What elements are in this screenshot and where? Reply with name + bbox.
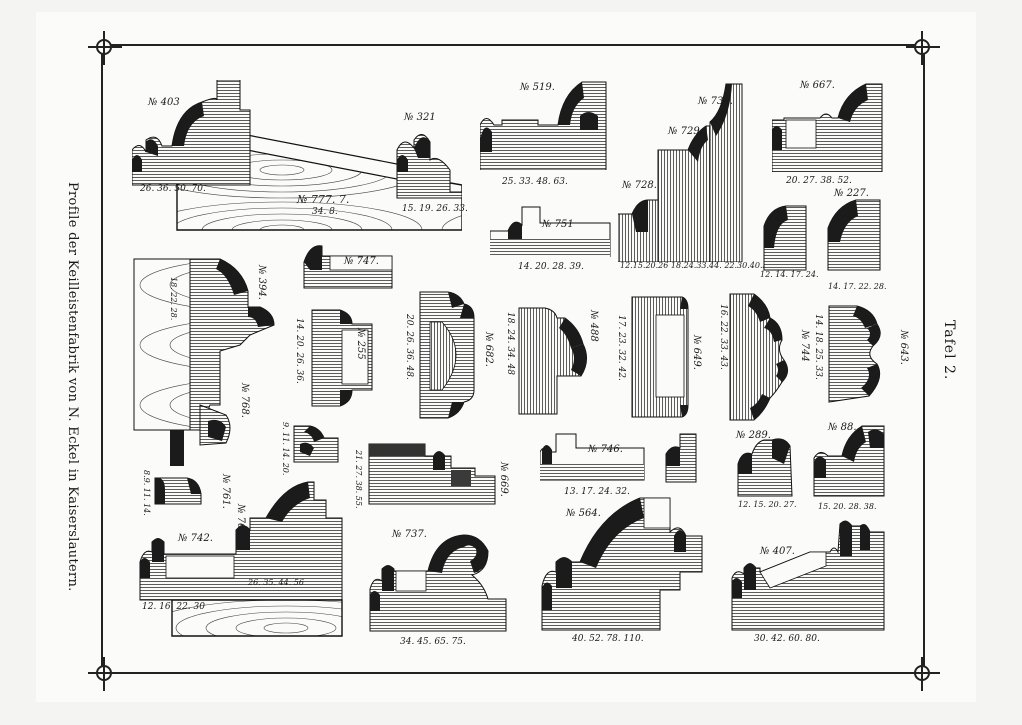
label-746: № 746. [588,444,623,455]
dims-762: 26. 35. 44. 56 [248,578,304,587]
label-744: № 744 [799,330,810,362]
profile-737: № 737. 34. 45. 65. 75. [368,525,518,655]
corner-mark [88,31,122,65]
profile-682: 20. 26. 36. 48. № 682. [400,290,500,425]
dims-751: 14. 20. 28. 39. [518,262,584,272]
dims-564: 40. 52. 78. 110. [572,634,644,644]
dims-746: 13. 17. 24. 32. [564,487,630,497]
label-667: № 667. [800,80,835,91]
profile-643: 14. 18. 25. 33. № 643. [813,300,915,410]
dims-742: 12. 16. 22. 30 [142,602,205,612]
profile-88: № 88. 15. 20. 28. 38. [812,422,892,517]
profile-667: № 667. 20. 27. 38. 52. [772,80,887,190]
dims-321: 15. 19. 26. 33. [402,204,468,214]
label-321: № 321 [404,112,436,123]
label-88: № 88. [828,422,857,433]
dims-744: 16. 22. 33. 43. [718,304,728,370]
dims-289: 12. 15. 20. 27. [738,500,797,509]
dims-227b: 14. 17. 22. 28. [828,282,887,291]
label-762: № 762 [235,504,246,536]
label-407: № 407. [760,546,795,557]
profile-488: 18. 24. 34. 48 № 488 [505,304,605,419]
dims-403: 26. 36. 50. 70. [140,184,206,194]
profile-744: 16. 22. 33. 43. № 744 [718,290,820,425]
profile-747: № 747. [300,240,395,292]
profile-751: № 751 14. 20. 28. 39. [490,205,615,275]
dims-777: 34. 8. [312,207,338,217]
label-742: № 742. [178,533,213,544]
corner-mark [906,657,940,691]
profile-564: № 564. 40. 52. 78. 110. [540,492,710,652]
label-255: № 255 [355,328,366,360]
label-227: № 227. [834,188,869,199]
profile-227: № 227. 12. 14. 17. 24. 14. 17. 22. 28. [760,188,890,298]
label-737: № 737. [392,529,427,540]
label-747: № 747. [344,256,379,267]
label-729: № 729. [668,126,703,137]
label-394: № 394. [256,265,267,300]
profile-small-768: 9. 11. 14. 20. [280,422,345,476]
label-669: № 669. [498,462,509,497]
dims-682: 20. 26. 36. 48. [404,314,414,380]
label-643: № 643. [898,330,909,365]
plate-border [101,44,925,674]
dims-667: 20. 27. 38. 52. [786,176,852,186]
dims-488: 18. 24. 34. 48 [505,312,515,375]
label-682: № 682. [483,332,494,367]
profile-255: 14. 20. 26. 36. № 255 [290,306,375,416]
dims-519: 25. 33. 48. 63. [502,177,568,187]
profile-742-762: № 762 № 742. 26. 35. 44. 56 12. 16. 22. … [136,478,346,638]
label-289: № 289. [736,430,771,441]
corner-mark [906,31,940,65]
dims-649: 17. 23. 32. 42. [616,315,626,381]
dims-768: 9. 11. 14. 20. [281,422,290,476]
label-730: № 730. [698,96,733,107]
profile-519: № 519. 25. 33. 48. 63. [480,80,610,190]
label-649: № 649. [691,335,702,370]
dims-227: 12. 14. 17. 24. [760,270,819,279]
profile-407: № 407. 30. 42. 60. 80. [730,516,890,652]
dims-643: 14. 18. 25. 33. [813,314,823,380]
label-751: № 751 [542,219,574,230]
profile-403-321-777: № 403 26. 36. 50. 70. № 321 15. 19. 26. … [132,80,468,240]
dims-88: 15. 20. 28. 38. [818,502,877,511]
label-728: № 728. [622,180,657,191]
label-768: № 768. [239,383,250,418]
label-519: № 519. [520,82,555,93]
corner-mark [88,657,122,691]
profile-746: № 746. 13. 17. 24. 32. [540,430,700,505]
profile-728-730: № 730. № 729. № 728. 12.15.20.26 18.24.3… [618,82,775,282]
profile-669: 21. 27. 38. 55. № 669. [345,440,510,510]
dims-394: 18. 22. 28. [169,277,178,321]
label-564: № 564. [566,508,601,519]
label-488: № 488 [588,310,599,342]
dims-407: 30. 42. 60. 80. [754,634,820,644]
profile-289: № 289. 12. 15. 20. 27. [732,430,802,515]
dims-669: 21. 27. 38. 55. [354,450,363,509]
label-777: № 777. 7. [297,193,350,206]
profile-761: 8.9. 11. 14. № 761. [137,470,232,516]
dims-255: 14. 20. 26. 36. [294,318,304,384]
side-title: Profile der Keilleistenfabrik von N. Eck… [65,182,80,592]
label-403: № 403 [148,97,180,108]
profile-394-768: № 394. 18. 22. 28. № 768. [130,255,280,470]
dims-728-730: 12.15.20.26 18.24.33.44. 22.30.40.52. [620,261,776,270]
profile-649: 17. 23. 32. 42. № 649. [610,295,710,420]
plate-number: Tafel 2. [941,320,957,381]
dims-737: 34. 45. 65. 75. [400,637,466,647]
